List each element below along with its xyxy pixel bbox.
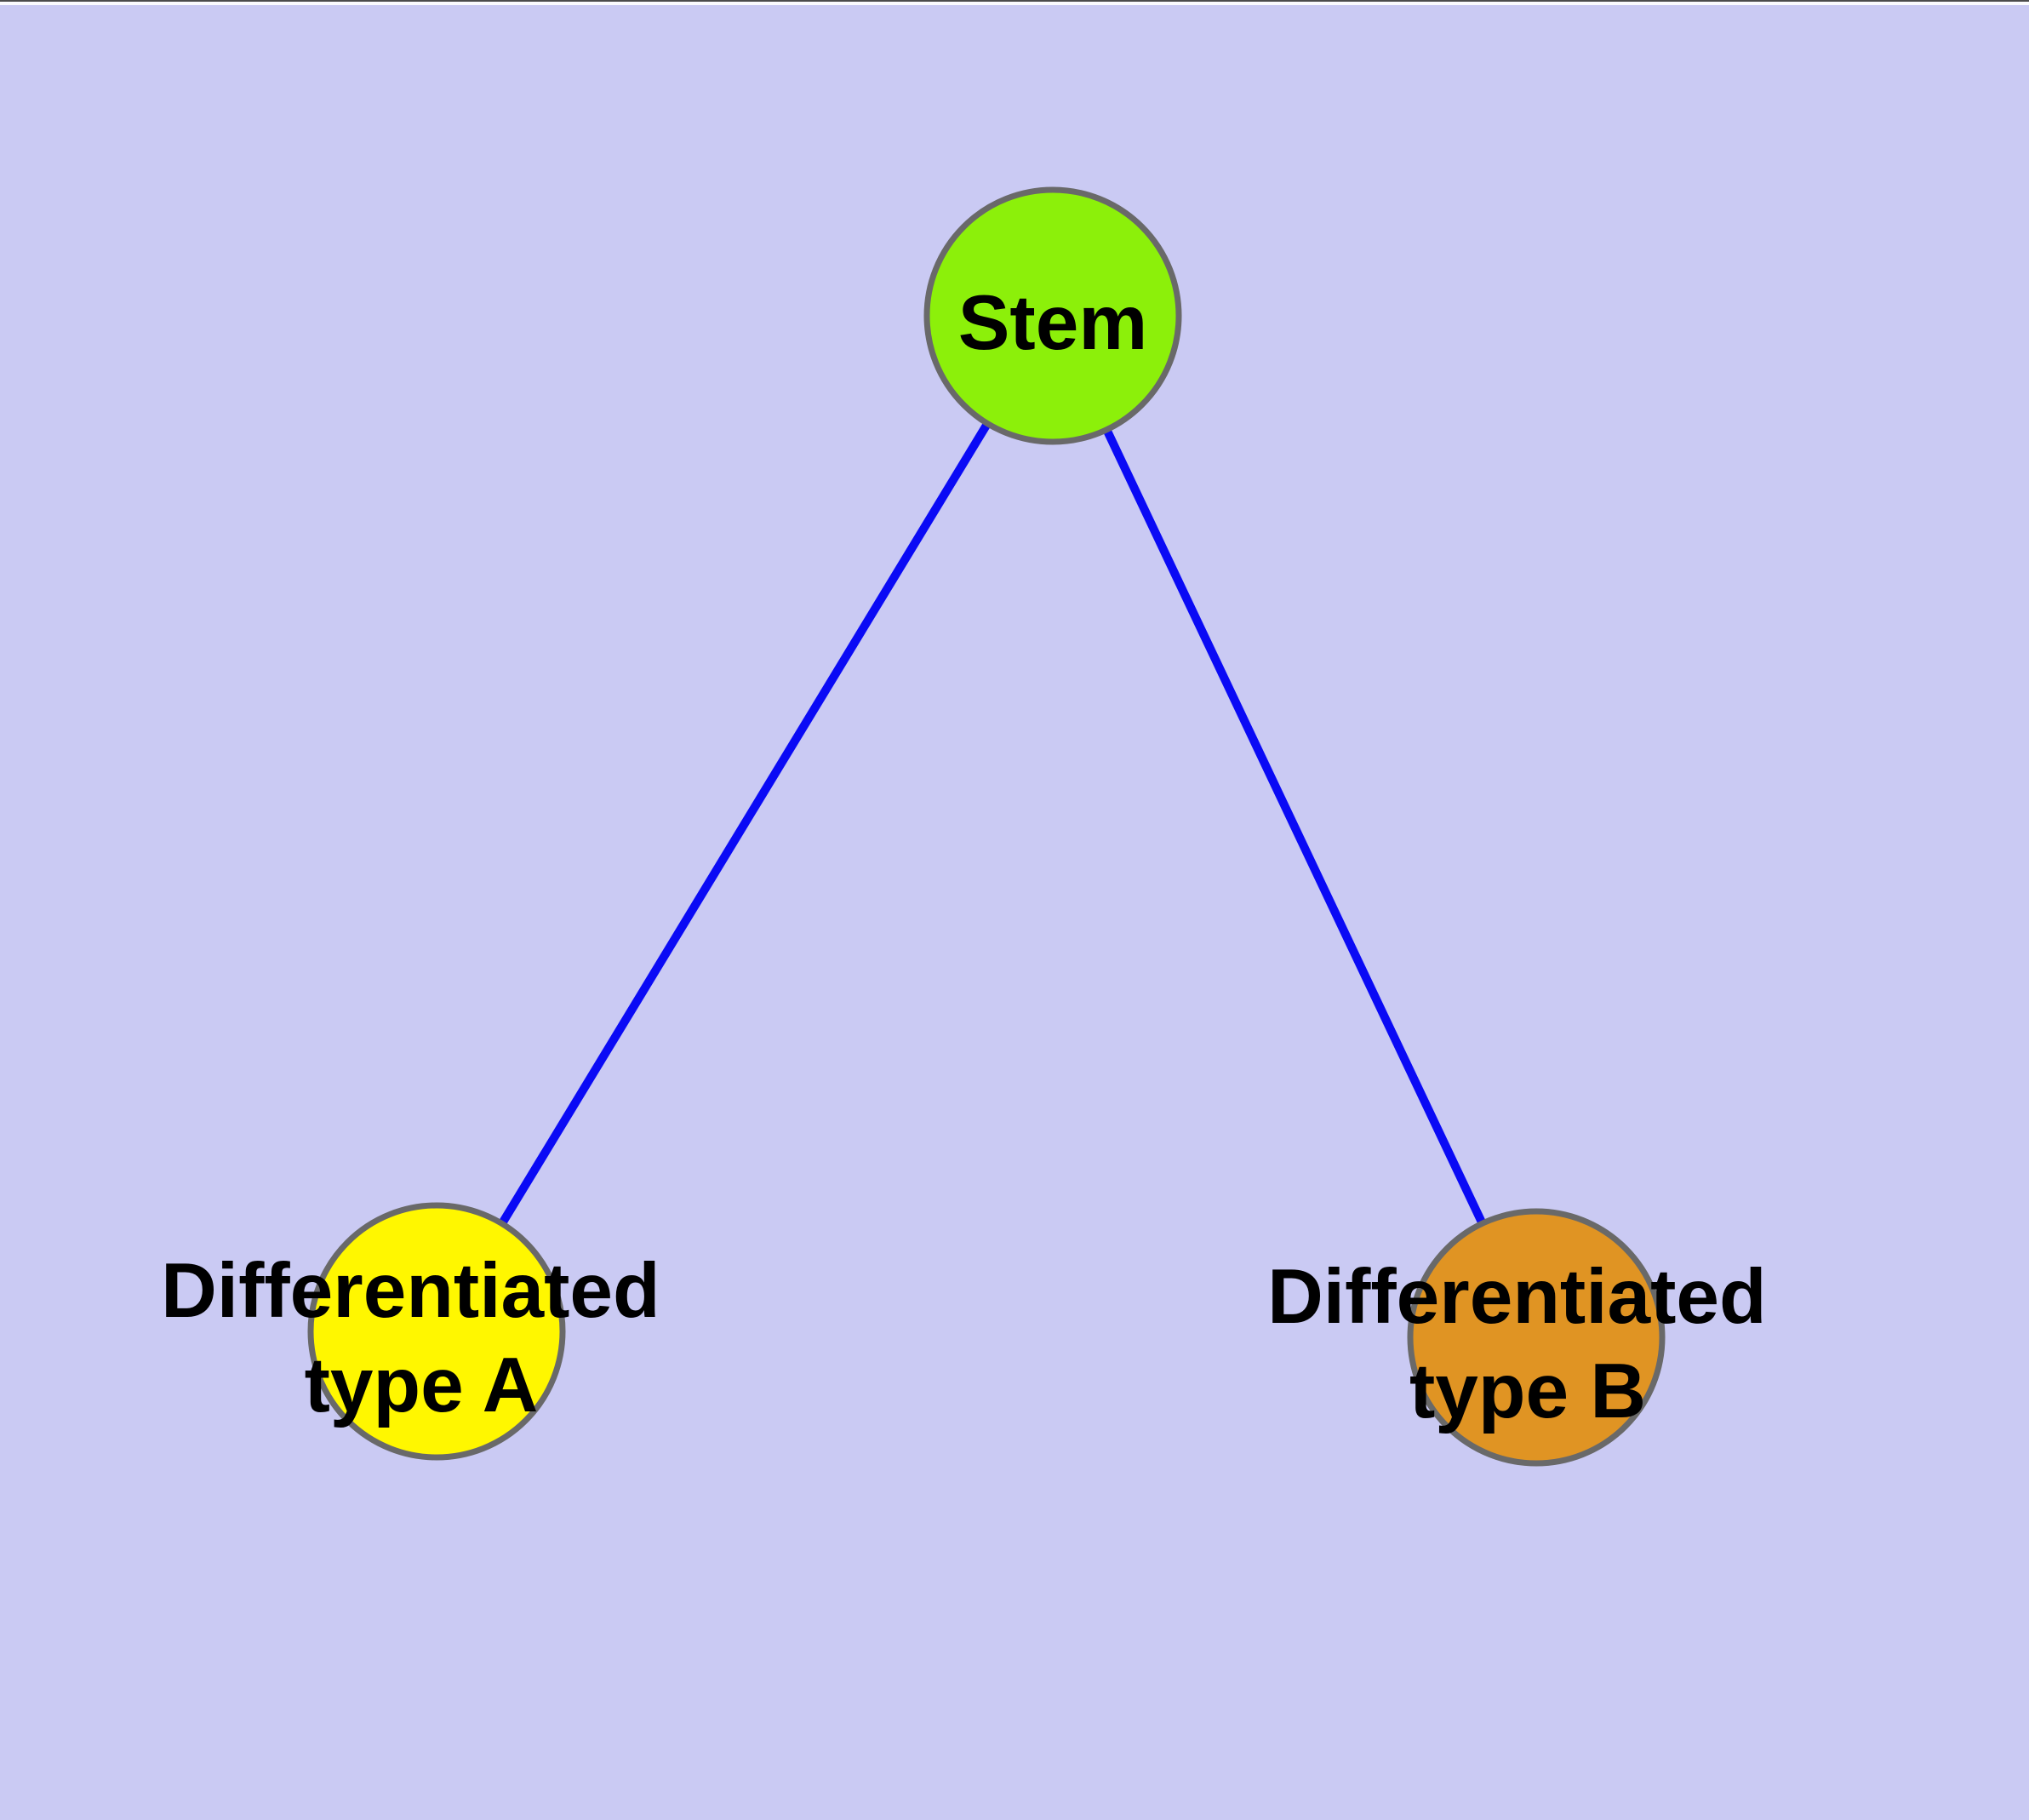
node-type-b-label-line1: Differentiated — [1267, 1254, 1767, 1340]
node-stem — [923, 186, 1182, 445]
node-stem-label: Stem — [958, 280, 1148, 366]
edge-stem-to-type-b — [1049, 313, 1540, 1340]
window-top-edge-line — [0, 0, 2029, 2]
edge-stem-to-type-a — [432, 313, 1057, 1334]
node-type-a-label-line2: type A — [305, 1342, 539, 1428]
window-top-edge-strip — [0, 2, 2029, 5]
node-type-a-label: Differentiated type A — [161, 1248, 682, 1428]
node-differentiated-type-a — [307, 1202, 566, 1461]
node-type-b-label-line2: type B — [1409, 1348, 1646, 1434]
node-differentiated-type-b — [1407, 1208, 1666, 1467]
node-type-a-label-line1: Differentiated — [161, 1248, 660, 1334]
node-type-b-label: Differentiated type B — [1267, 1254, 1788, 1434]
